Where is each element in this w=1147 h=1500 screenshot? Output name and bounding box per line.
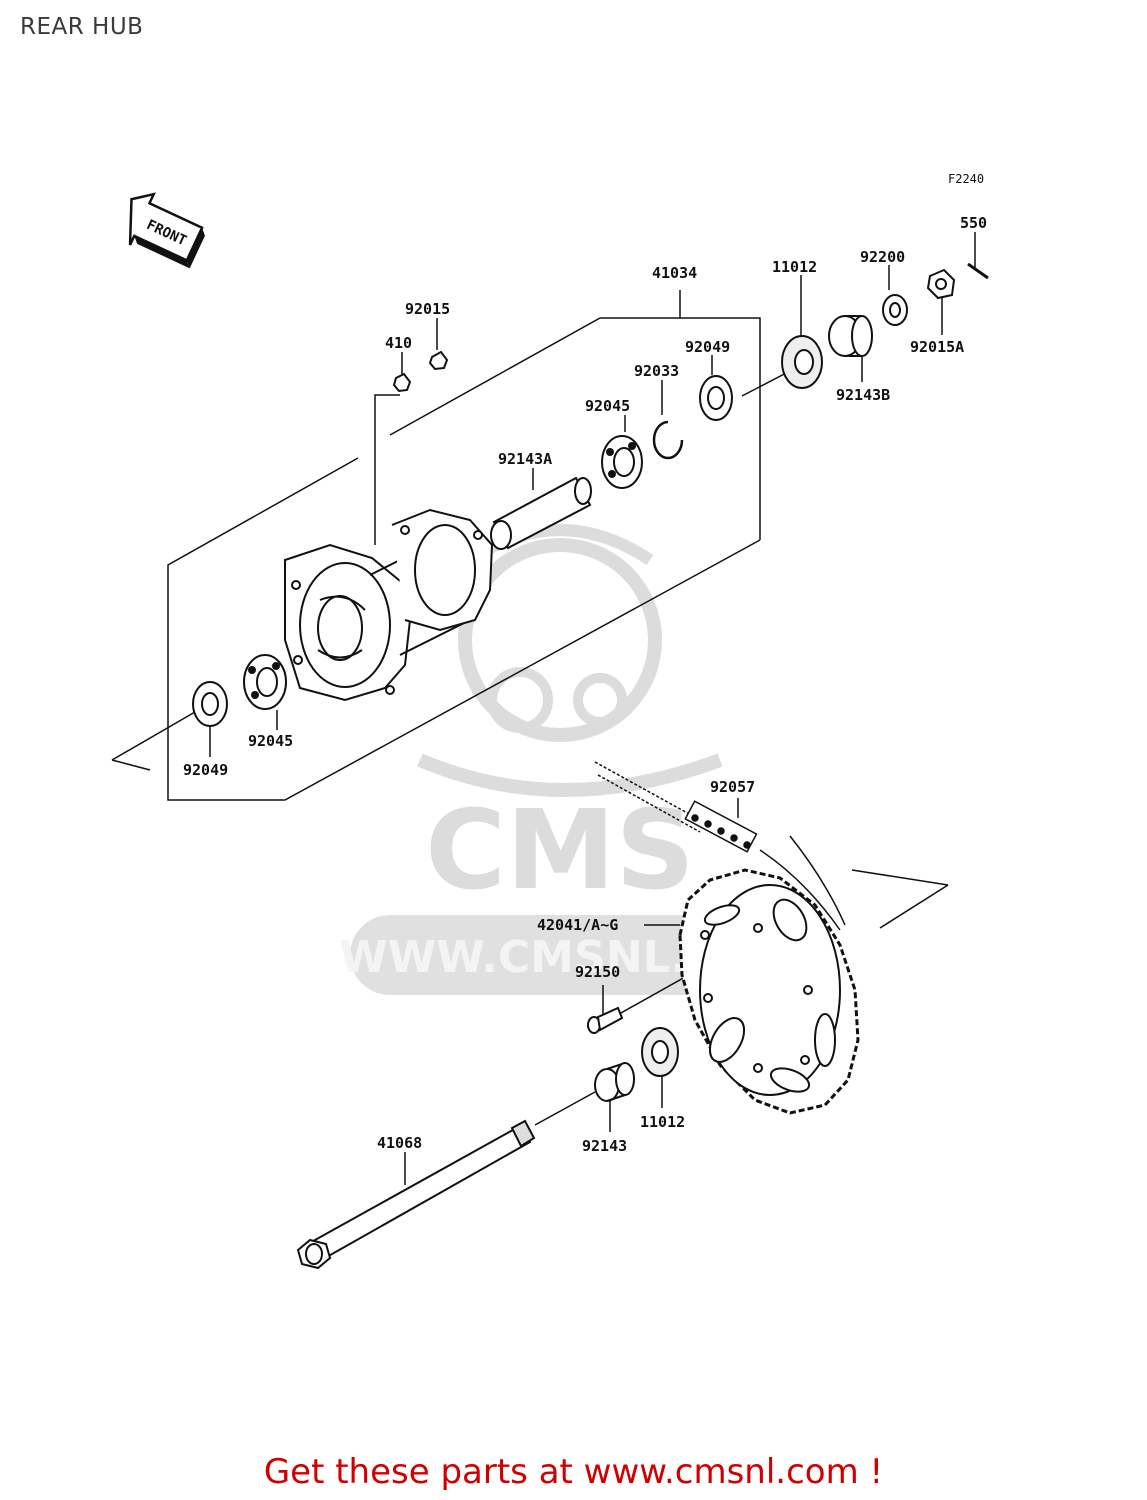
collar-92143 xyxy=(594,1062,635,1102)
nut-92015 xyxy=(428,350,449,371)
label-11012-top: 11012 xyxy=(772,258,817,276)
footer-cta-link[interactable]: Get these parts at www.cmsnl.com ! xyxy=(263,1452,884,1492)
part-410 xyxy=(392,372,412,393)
seal-92049-top xyxy=(699,375,733,421)
oil-seal-top xyxy=(781,335,823,389)
rear-hub xyxy=(284,508,494,702)
watermark-logo-text: CMS xyxy=(425,786,694,914)
label-41034: 41034 xyxy=(652,264,697,282)
cotter-pin xyxy=(967,262,989,280)
label-92015a: 92015A xyxy=(910,338,964,356)
label-92045-top: 92045 xyxy=(585,397,630,415)
label-410: 410 xyxy=(385,334,412,352)
label-92015: 92015 xyxy=(405,300,450,318)
label-92033: 92033 xyxy=(634,362,679,380)
bearing-92045-bottom xyxy=(243,654,287,710)
label-92200: 92200 xyxy=(860,248,905,266)
label-92143: 92143 xyxy=(582,1137,627,1155)
label-11012-bottom: 11012 xyxy=(640,1113,685,1131)
sprocket xyxy=(678,868,860,1115)
rear-axle xyxy=(296,1119,536,1270)
label-92049-bottom: 92049 xyxy=(183,761,228,779)
label-41068: 41068 xyxy=(377,1134,422,1152)
label-92143a: 92143A xyxy=(498,450,552,468)
label-92045-bottom: 92045 xyxy=(248,732,293,750)
page-title: REAR HUB xyxy=(20,14,144,40)
sprocket-bolt xyxy=(587,1006,624,1034)
label-92143b: 92143B xyxy=(836,386,890,404)
seal-92049-bottom xyxy=(192,681,228,727)
label-42041: 42041/A~G xyxy=(537,916,618,934)
label-92057: 92057 xyxy=(710,778,755,796)
bearing-92045-top xyxy=(601,435,643,489)
figure-code: F2240 xyxy=(948,172,985,186)
circlip xyxy=(652,420,684,460)
collar-92143b xyxy=(828,315,873,357)
label-92049-top: 92049 xyxy=(685,338,730,356)
label-550: 550 xyxy=(960,214,987,232)
label-92150: 92150 xyxy=(575,963,620,981)
oil-seal-bottom xyxy=(641,1027,679,1077)
drive-chain xyxy=(594,761,846,931)
front-arrow-icon: FRONT xyxy=(128,192,205,269)
spacer-tube xyxy=(490,476,592,550)
